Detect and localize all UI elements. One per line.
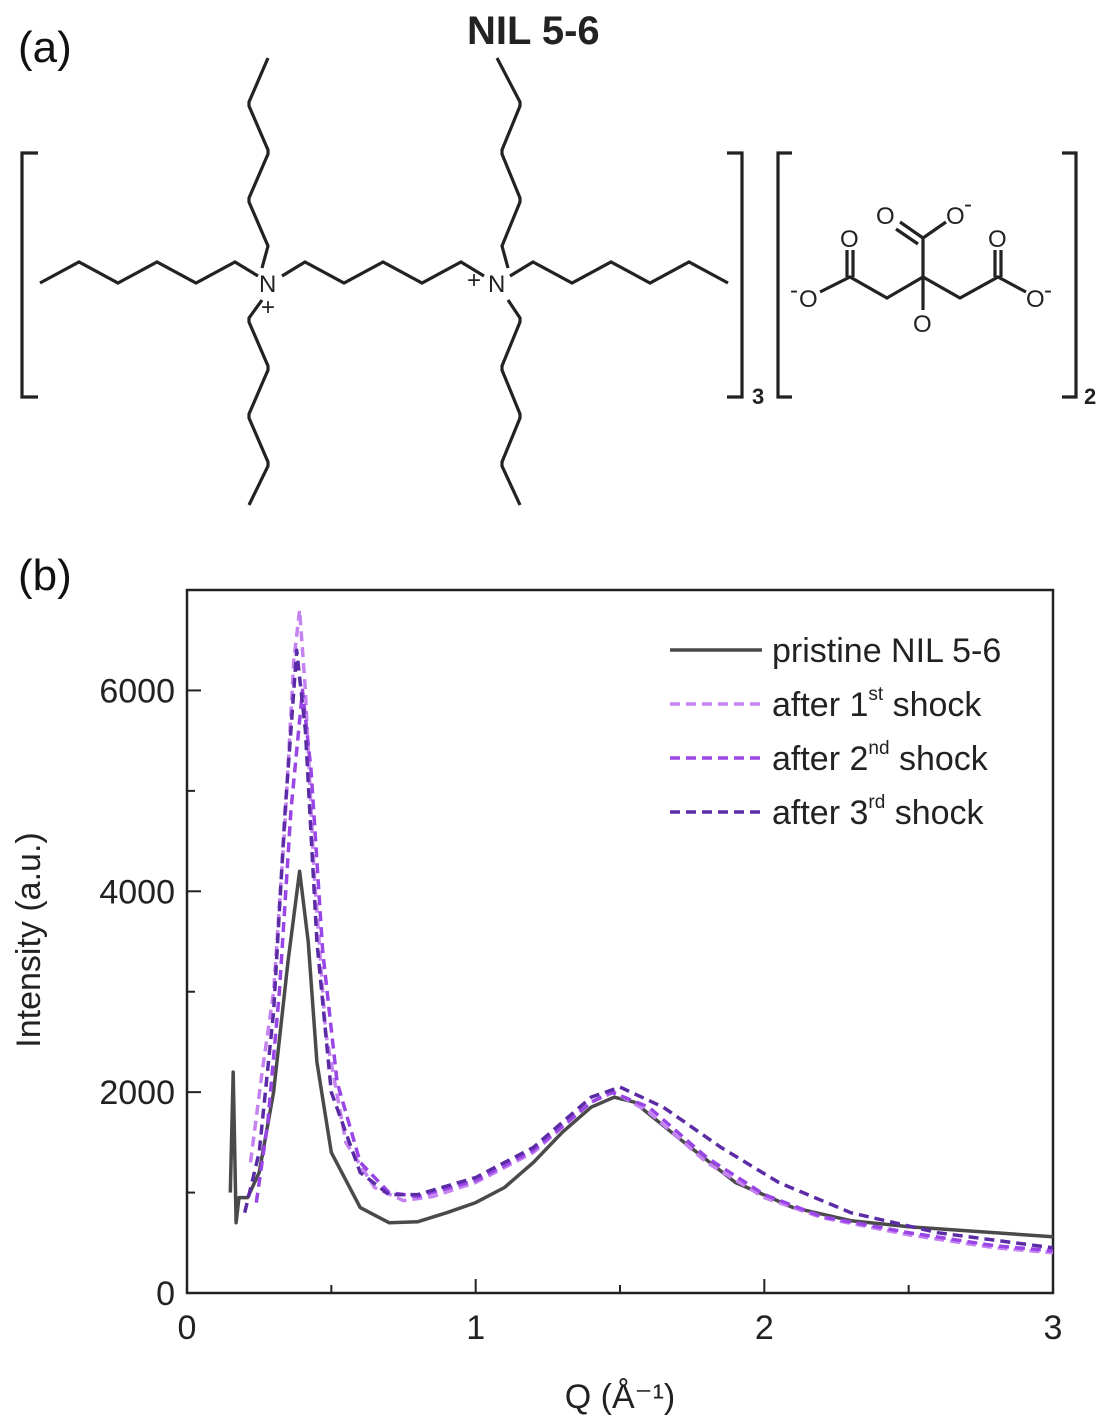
- left-bottom-chain: [247, 299, 270, 506]
- central-co-double: [899, 220, 924, 240]
- citrate-structure: O O - O O O - O O - 2: [776, 151, 1096, 409]
- x-tick-label: 1: [466, 1309, 485, 1347]
- legend-entry: after 1st shock: [772, 684, 982, 724]
- right-bottom-chain: [500, 299, 522, 506]
- y-tick-label: 6000: [99, 672, 175, 710]
- chart: 0 1 2 3 0 2000 4000 6000 pristine NIL 5-6 after …: [10, 588, 1063, 1416]
- series-line-3: [254, 688, 1054, 1253]
- charge-plus-left: +: [261, 294, 275, 321]
- nitrogen-atom-left: N: [259, 271, 276, 298]
- oxygen-right-double: O: [988, 226, 1007, 253]
- oxygen-central-minus: O: [946, 203, 965, 230]
- legend-entry-sup: rd: [868, 792, 885, 813]
- legend-entry-text: pristine NIL 5-6: [772, 632, 1001, 670]
- right-hexyl-chain: [509, 260, 729, 285]
- legend-entry-text: after 2: [772, 740, 868, 778]
- anion-right-bracket: [1062, 151, 1078, 399]
- anion-count: 2: [1084, 384, 1096, 409]
- series-line-4: [242, 648, 1054, 1250]
- oxygen-right-minus: O: [1026, 286, 1045, 313]
- oxygen-hydroxyl: O: [913, 311, 932, 338]
- series-line-1: [228, 869, 1054, 1239]
- oxygen-left-minus: O: [799, 286, 818, 313]
- right-top-chain: [495, 57, 522, 269]
- legend-entry-text-end: shock: [885, 794, 984, 832]
- x-tick-label: 3: [1044, 1309, 1063, 1347]
- series-line-2: [248, 608, 1054, 1255]
- central-c-o-minus: [922, 220, 947, 240]
- cation-count: 3: [752, 384, 764, 409]
- structure-title: NIL 5-6: [467, 9, 600, 53]
- legend-entry-text-end: shock: [890, 740, 989, 778]
- legend-entry-text: after 1: [772, 686, 868, 724]
- oxygen-central-double: O: [876, 203, 895, 230]
- central-co-double-2: [895, 227, 919, 246]
- minus-central: -: [964, 191, 972, 218]
- legend-entry-sup: st: [868, 684, 884, 705]
- bridge-chain: [281, 260, 485, 285]
- left-bracket: [20, 151, 38, 399]
- axis-ticks: 0 1 2 3 0 2000 4000 6000: [99, 589, 1063, 1347]
- oxygen-left-double: O: [840, 226, 859, 253]
- legend-entry: after 2nd shock: [772, 738, 989, 778]
- left-hexyl-chain: [39, 260, 259, 285]
- legend-entry: pristine NIL 5-6: [772, 632, 1001, 670]
- y-axis-label: Intensity (a.u.): [10, 832, 48, 1047]
- legend-entry-text: after 3: [772, 794, 868, 832]
- panel-b-label: (b): [18, 551, 72, 600]
- cation-structure: N + N + 3: [20, 57, 764, 506]
- y-tick-label: 4000: [99, 873, 175, 911]
- anion-left-bracket: [776, 151, 792, 399]
- left-top-chain: [247, 57, 270, 269]
- x-tick-label: 2: [755, 1309, 774, 1347]
- minus-left: -: [790, 277, 798, 304]
- legend-entry-sup: nd: [868, 738, 889, 759]
- minus-right: -: [1044, 277, 1052, 304]
- charge-plus-right: +: [467, 267, 481, 294]
- x-tick-label: 0: [178, 1309, 197, 1347]
- legend-entry-text-end: shock: [883, 686, 982, 724]
- cation-right-bracket: [727, 151, 744, 399]
- panel-a-label: (a): [18, 23, 72, 72]
- nitrogen-atom-right: N: [488, 271, 505, 298]
- y-tick-label: 0: [156, 1275, 175, 1313]
- y-tick-label: 2000: [99, 1074, 175, 1112]
- legend-entry: after 3rd shock: [772, 792, 985, 832]
- x-axis-label: Q (Å⁻¹): [565, 1378, 675, 1416]
- series-lines: [228, 608, 1054, 1255]
